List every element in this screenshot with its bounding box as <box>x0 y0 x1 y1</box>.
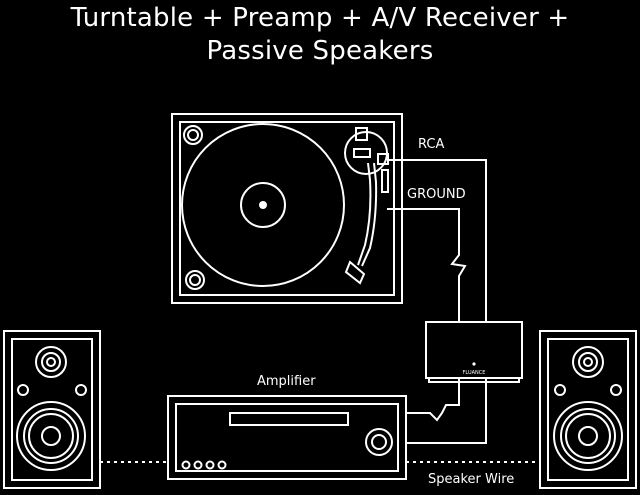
preamp-body <box>425 321 523 379</box>
right-woofer <box>553 401 623 471</box>
left-speaker-cabinet <box>3 330 101 489</box>
right-tweeter <box>572 346 604 378</box>
preamp-brand-logo: FLUANCE <box>463 370 486 376</box>
turntable-plinth <box>171 113 403 304</box>
turntable <box>171 113 403 304</box>
counterweight <box>355 127 368 141</box>
amplifier <box>167 395 407 480</box>
ground-label: GROUND <box>407 187 466 202</box>
preamp-output-cable <box>406 378 460 422</box>
preamp-ground-cable <box>406 378 487 444</box>
rca-label: RCA <box>418 137 445 152</box>
amplifier-display <box>229 412 349 426</box>
phono-preamp <box>425 321 523 383</box>
speed-knob-top <box>183 125 203 145</box>
speaker-wire-label: Speaker Wire <box>428 472 515 487</box>
amp-button-4 <box>217 460 227 470</box>
speed-knob-bottom <box>185 270 205 290</box>
left-port-2 <box>75 384 87 396</box>
record-label <box>240 182 286 228</box>
left-woofer <box>16 401 86 471</box>
amp-button-3 <box>205 460 215 470</box>
left-speaker <box>3 330 101 489</box>
amplifier-body <box>167 395 407 480</box>
diagram-title-line-1: Turntable + Preamp + A/V Receiver + <box>70 3 570 33</box>
spindle <box>259 201 267 209</box>
right-speaker-cabinet <box>539 330 637 489</box>
tonearm <box>357 162 372 266</box>
amp-button-2 <box>193 460 203 470</box>
amplifier-label: Amplifier <box>257 374 316 389</box>
diagram-title-line-2: Passive Speakers <box>206 36 434 66</box>
preamp-led <box>472 362 476 366</box>
right-port-1 <box>554 384 566 396</box>
volume-knob <box>365 428 393 456</box>
turntable-platter <box>181 123 345 287</box>
headshell <box>344 260 366 285</box>
right-speaker <box>539 330 637 489</box>
ground-cable <box>387 208 467 322</box>
left-port-1 <box>17 384 29 396</box>
right-port-2 <box>610 384 622 396</box>
arm-rest <box>381 169 389 193</box>
amp-button-1 <box>181 460 191 470</box>
left-tweeter <box>35 346 67 378</box>
rca-cable <box>387 159 487 322</box>
